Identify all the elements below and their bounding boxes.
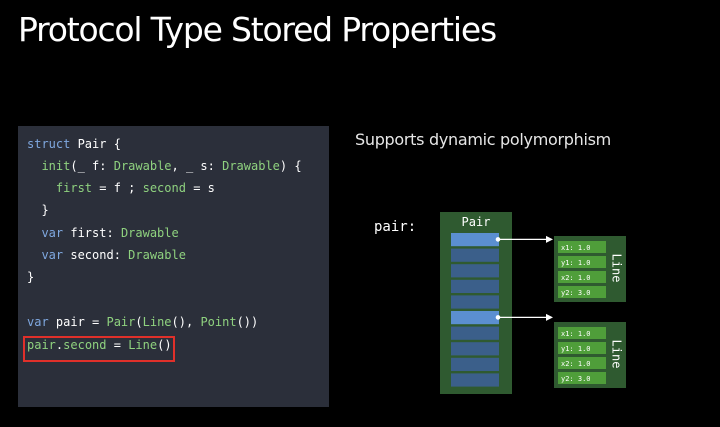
storage-cell — [451, 357, 499, 371]
code-token: ()) — [236, 315, 259, 329]
field-label: x2: 1.0 — [561, 274, 591, 282]
storage-cell — [451, 342, 499, 356]
code-line: first = f ; second = s — [27, 179, 215, 197]
code-line: } — [27, 201, 49, 219]
field-label: x1: 1.0 — [561, 244, 591, 252]
code-token: } — [27, 270, 35, 284]
storage-cell — [451, 311, 499, 325]
code-token: Pair { — [77, 137, 121, 151]
storage-cell — [451, 264, 499, 278]
field-cell — [558, 256, 606, 268]
pointer-arrow-head — [546, 313, 553, 321]
code-line: pair.second = Line() — [27, 336, 172, 354]
code-token: Line — [128, 338, 158, 352]
field-cell — [558, 342, 606, 354]
pair-container-label: Pair — [462, 215, 491, 229]
field-label: y2: 3.0 — [561, 289, 591, 297]
code-line: var second: Drawable — [27, 246, 186, 264]
field-cell — [558, 372, 606, 384]
code-token: var — [27, 315, 56, 329]
code-token: Drawable — [113, 159, 172, 173]
code-token: Pair — [106, 315, 136, 329]
code-token: (_ f: — [70, 159, 114, 173]
storage-cell — [451, 248, 499, 262]
code-token: second — [142, 181, 186, 195]
code-token: (), — [171, 315, 201, 329]
storage-cell — [451, 326, 499, 340]
code-token: pair — [27, 338, 56, 352]
code-token: ) { — [279, 159, 302, 173]
slide-subtitle: Supports dynamic polymorphism — [355, 130, 611, 149]
storage-cell — [451, 279, 499, 293]
code-token: Drawable — [128, 248, 186, 262]
pointer-arrow-head — [546, 235, 553, 243]
pair-variable-label: pair: — [374, 219, 416, 235]
field-cell — [558, 271, 606, 283]
field-cell — [558, 357, 606, 369]
code-token: second: — [70, 248, 129, 262]
code-line: init(_ f: Drawable, _ s: Drawable) { — [27, 157, 302, 175]
code-line: var pair = Pair(Line(), Point()) — [27, 313, 258, 331]
field-label: y2: 3.0 — [561, 375, 591, 383]
code-token: () — [157, 338, 172, 352]
field-cell — [558, 286, 606, 298]
code-token: first — [27, 181, 93, 195]
code-line: var first: Drawable — [27, 224, 179, 242]
code-token: Line — [142, 315, 172, 329]
code-token: second — [63, 338, 107, 352]
code-line: } — [27, 268, 34, 286]
field-cell — [558, 327, 606, 339]
storage-cell — [451, 233, 499, 247]
code-token: struct — [27, 137, 78, 151]
code-token: = — [106, 338, 129, 352]
code-token: = s — [185, 181, 215, 195]
code-token: , _ s: — [171, 159, 223, 173]
code-line: struct Pair { — [27, 135, 121, 153]
storage-cell — [451, 373, 499, 387]
code-token: Point — [200, 315, 237, 329]
code-token: var — [27, 248, 71, 262]
field-label: x1: 1.0 — [561, 330, 591, 338]
field-label: y1: 1.0 — [561, 345, 591, 353]
field-label: x2: 1.0 — [561, 360, 591, 368]
code-token: first: — [70, 226, 121, 240]
code-token: ( — [135, 315, 143, 329]
code-token: Drawable — [222, 159, 280, 173]
storage-cell — [451, 295, 499, 309]
code-token: Drawable — [120, 226, 179, 240]
code-token: } — [27, 203, 49, 217]
code-token: pair = — [55, 315, 107, 329]
field-cell — [558, 241, 606, 253]
code-token: var — [27, 226, 71, 240]
field-label: y1: 1.0 — [561, 259, 591, 267]
code-token: = f ; — [92, 181, 143, 195]
heap-object-label: Line — [610, 340, 624, 369]
code-token: . — [55, 338, 64, 352]
heap-object-label: Line — [610, 254, 624, 283]
slide-title: Protocol Type Stored Properties — [18, 10, 497, 49]
code-token: init — [27, 159, 71, 173]
highlight-box — [23, 336, 175, 362]
